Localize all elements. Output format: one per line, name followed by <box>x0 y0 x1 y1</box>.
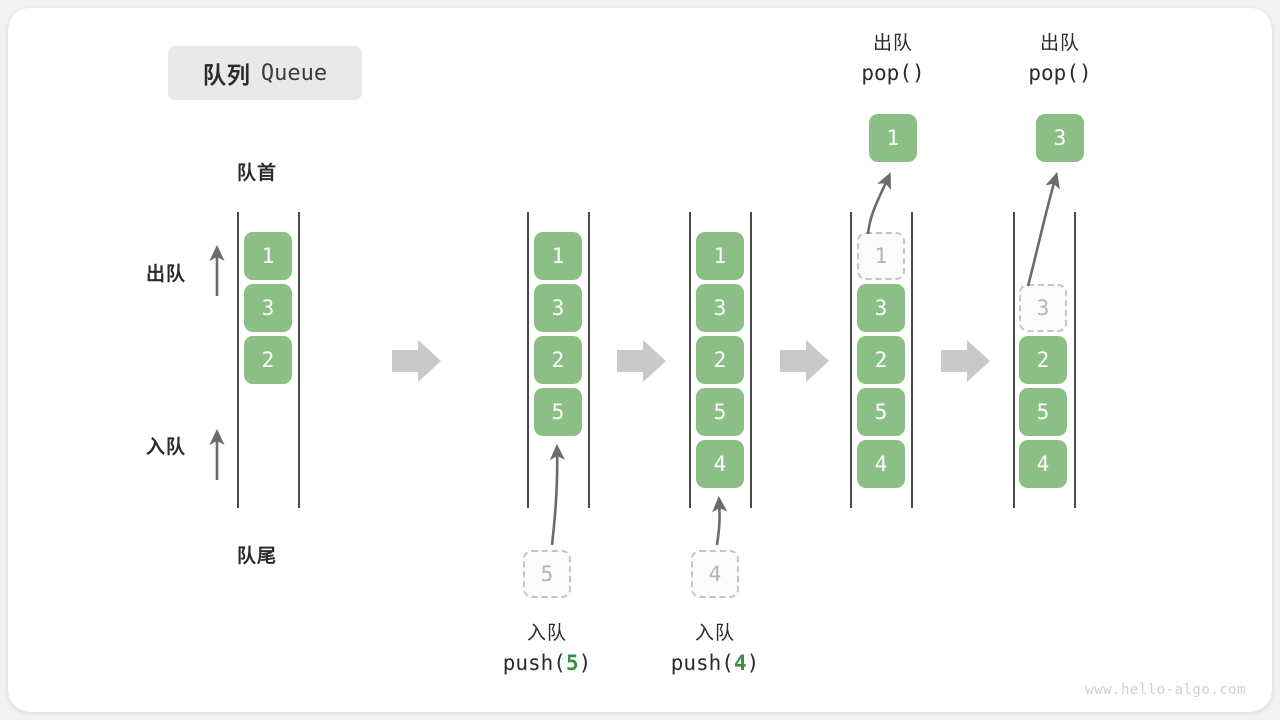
watermark: www.hello-algo.com <box>1085 682 1246 698</box>
queue-slot: 2 <box>244 336 292 384</box>
enqueue-direction-label: 入队 <box>146 436 187 458</box>
rail-left <box>689 212 691 508</box>
queue-slot: 3 <box>696 284 744 332</box>
queue-slot: 4 <box>696 440 744 488</box>
queue-slot: 2 <box>857 336 905 384</box>
rail-left <box>527 212 529 508</box>
title-badge: 队列 Queue <box>168 46 362 100</box>
rail-left <box>850 212 852 508</box>
queue-slot: 1 <box>696 232 744 280</box>
popped-box-1: 1 <box>869 114 917 162</box>
push-ghost-box-5: 5 <box>523 550 571 598</box>
pop-1-label-code: pop() <box>861 60 925 85</box>
queue-slot-ghost: 1 <box>857 232 905 280</box>
push-4-label: 入队 push(4) <box>605 620 825 678</box>
diagram-card <box>8 8 1272 712</box>
rail-right <box>911 212 913 508</box>
rail-right <box>298 212 300 508</box>
queue-slot: 5 <box>534 388 582 436</box>
pop-3-label-cn: 出队 <box>1039 32 1080 54</box>
queue-slot: 1 <box>244 232 292 280</box>
queue-slot: 5 <box>1019 388 1067 436</box>
front-label: 队首 <box>237 162 278 184</box>
queue-slot: 5 <box>857 388 905 436</box>
pop-3-label: 出队 pop() <box>950 30 1170 88</box>
queue-slot: 4 <box>857 440 905 488</box>
rail-right <box>588 212 590 508</box>
queue-slot: 2 <box>1019 336 1067 384</box>
queue-slot: 3 <box>857 284 905 332</box>
queue-slot: 2 <box>696 336 744 384</box>
title-english: Queue <box>260 60 328 86</box>
pop-1-label-cn: 出队 <box>872 32 913 54</box>
queue-slot: 3 <box>244 284 292 332</box>
rail-right <box>750 212 752 508</box>
queue-slot: 3 <box>534 284 582 332</box>
title-chinese: 队列 <box>202 63 251 89</box>
push-5-label-cn: 入队 <box>526 622 567 644</box>
rail-left <box>1013 212 1015 508</box>
queue-slot-ghost: 3 <box>1019 284 1067 332</box>
rear-label: 队尾 <box>237 545 278 567</box>
push-5-label-code: push(5) <box>502 650 592 675</box>
queue-slot: 1 <box>534 232 582 280</box>
pop-3-label-code: pop() <box>1028 60 1092 85</box>
push-5-label: 入队 push(5) <box>437 620 657 678</box>
queue-slot: 4 <box>1019 440 1067 488</box>
popped-box-3: 3 <box>1036 114 1084 162</box>
queue-slot: 2 <box>534 336 582 384</box>
dequeue-direction-label: 出队 <box>146 263 187 285</box>
push-4-label-cn: 入队 <box>694 622 735 644</box>
pop-1-label: 出队 pop() <box>783 30 1003 88</box>
push-4-label-code: push(4) <box>670 650 760 675</box>
push-ghost-box-4: 4 <box>691 550 739 598</box>
rail-left <box>237 212 239 508</box>
rail-right <box>1074 212 1076 508</box>
queue-slot: 5 <box>696 388 744 436</box>
